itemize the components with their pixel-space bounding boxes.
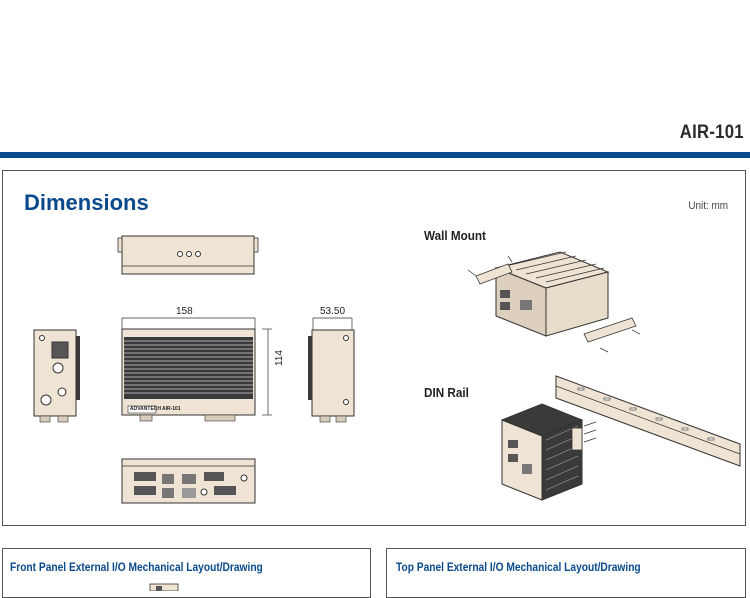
front-brand: ADVANTECH (130, 406, 162, 412)
header-rule (0, 152, 750, 158)
wall-mount-drawing (467, 251, 641, 353)
top-view-drawing (117, 235, 259, 275)
dimensions-panel (2, 170, 746, 526)
wall-mount-label: Wall Mount (424, 228, 486, 243)
din-rail-label: DIN Rail (424, 385, 469, 400)
right-side-view-drawing (308, 317, 355, 423)
width-dimension: 158 (176, 306, 193, 317)
product-model: AIR-101 (679, 122, 744, 143)
front-view-drawing (121, 317, 272, 422)
front-model: AIR-101 (162, 406, 181, 412)
io-view-drawing (121, 458, 256, 504)
din-rail-drawing (500, 375, 741, 501)
left-side-view-drawing (33, 329, 80, 423)
dimensions-title: Dimensions (24, 190, 149, 215)
depth-dimension: 53.50 (320, 306, 346, 317)
front-panel-title: Front Panel External I/O Mechanical Layo… (10, 560, 263, 574)
top-panel-title: Top Panel External I/O Mechanical Layout… (396, 560, 641, 574)
unit-label: Unit: mm (688, 200, 728, 212)
